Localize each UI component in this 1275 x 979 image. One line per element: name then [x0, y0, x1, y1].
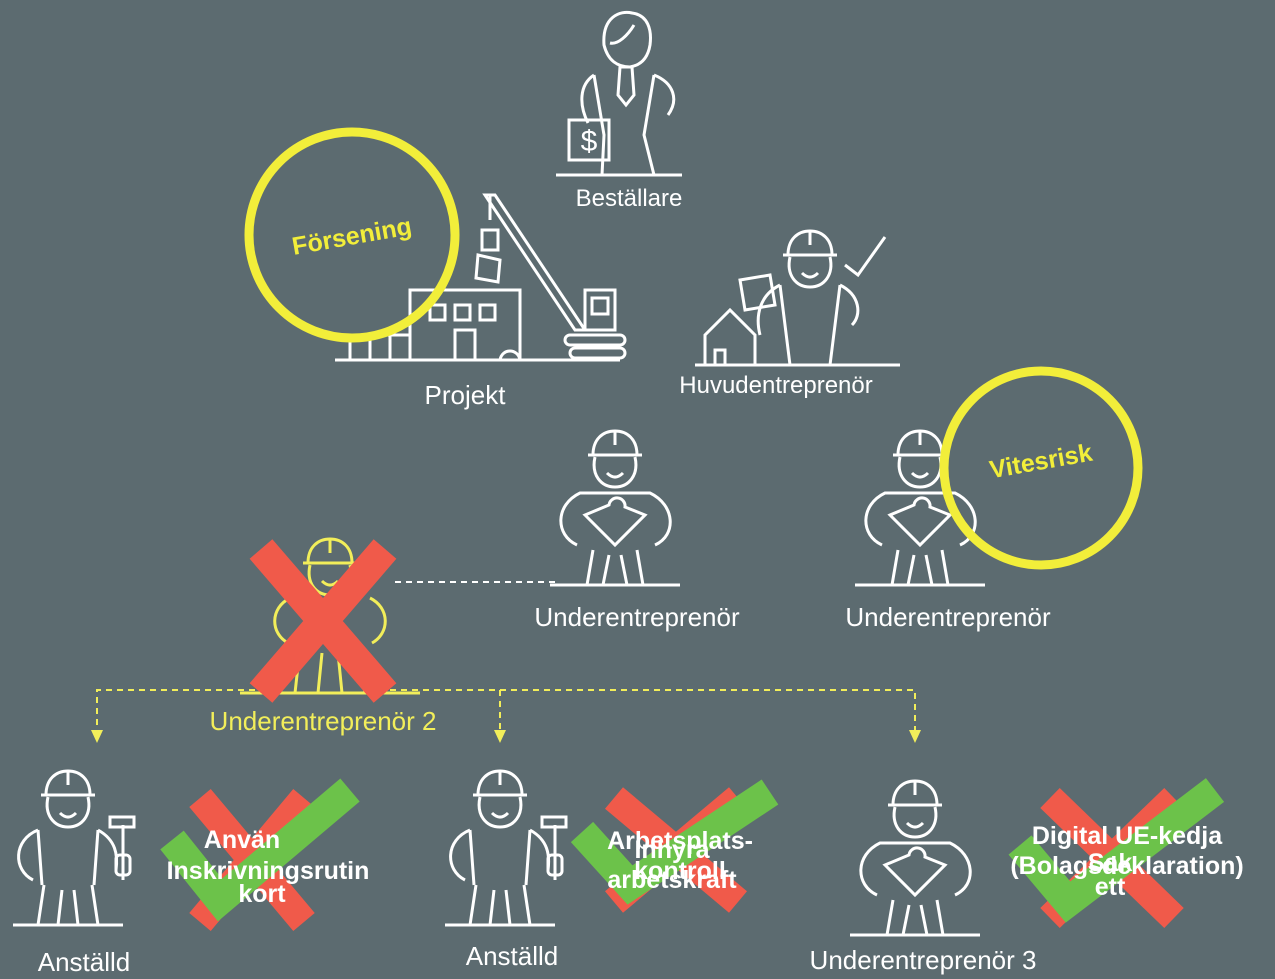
problem-text-3-line1: Sak	[1087, 849, 1133, 877]
solution-text-3-line2: (Bolagsdeklaration)	[1010, 852, 1244, 880]
label-huvudentreprenor: Huvudentreprenör	[679, 372, 873, 399]
solution-text-2-line2: kontroll	[634, 857, 726, 885]
solution-text-1: Inskrivningsrutin	[166, 857, 370, 885]
risk-circle-vitesrisk	[939, 366, 1143, 570]
green-check-icon	[570, 779, 779, 905]
problem-text-1-line2: kort	[238, 880, 286, 908]
problem-text-2-line1: Inhyra	[634, 836, 710, 864]
worker-puzzle-icon	[855, 431, 985, 585]
label-underentreprenor-3: Underentreprenör 3	[809, 945, 1037, 975]
worker-hammer-icon	[445, 771, 566, 925]
risk-circle-forsening	[244, 127, 460, 343]
worker-puzzle-icon	[695, 229, 900, 367]
branch-lines	[96, 689, 916, 730]
problem-text-2: Inhyra arbetskraft	[607, 835, 736, 895]
worker-puzzle-icon	[550, 431, 680, 585]
label-underentreprenor-2: Underentreprenör 2	[209, 706, 437, 736]
solution-text-3-line1: Digital UE-kedja	[1031, 822, 1223, 850]
label-projekt: Projekt	[424, 380, 506, 410]
problem-text-1-line1: Använ	[203, 826, 281, 854]
green-check-icon	[1008, 778, 1225, 923]
problem-text-3-line2: ett	[1094, 873, 1126, 901]
problem-text-3: Sak ett	[1088, 848, 1132, 902]
solution-text-2-line1: Arbetsplats-	[607, 827, 753, 855]
businesswoman-icon: $	[556, 10, 682, 177]
label-underentreprenor-top-2: Underentreprenör	[845, 602, 1051, 632]
worker-puzzle-icon	[850, 781, 980, 935]
green-check-icon	[160, 778, 360, 922]
label-anstalld-1: Anställd	[37, 947, 131, 977]
solution-text-3: Digital UE-kedja (Bolagsdeklaration)	[1010, 821, 1243, 881]
arrow-heads	[91, 730, 921, 743]
solution-text-2: Arbetsplats- kontroll	[607, 826, 753, 886]
label-anstalld-2: Anställd	[465, 941, 559, 971]
problem-text-1: Använ kort	[198, 825, 286, 909]
worker-hammer-icon	[13, 771, 134, 925]
label-bestallare: Beställare	[575, 185, 683, 212]
red-cross-icon	[249, 539, 397, 703]
svg-text:$: $	[581, 125, 598, 158]
label-underentreprenor-1: Underentreprenör	[534, 602, 740, 632]
problem-text-2-line2: arbetskraft	[607, 866, 737, 894]
